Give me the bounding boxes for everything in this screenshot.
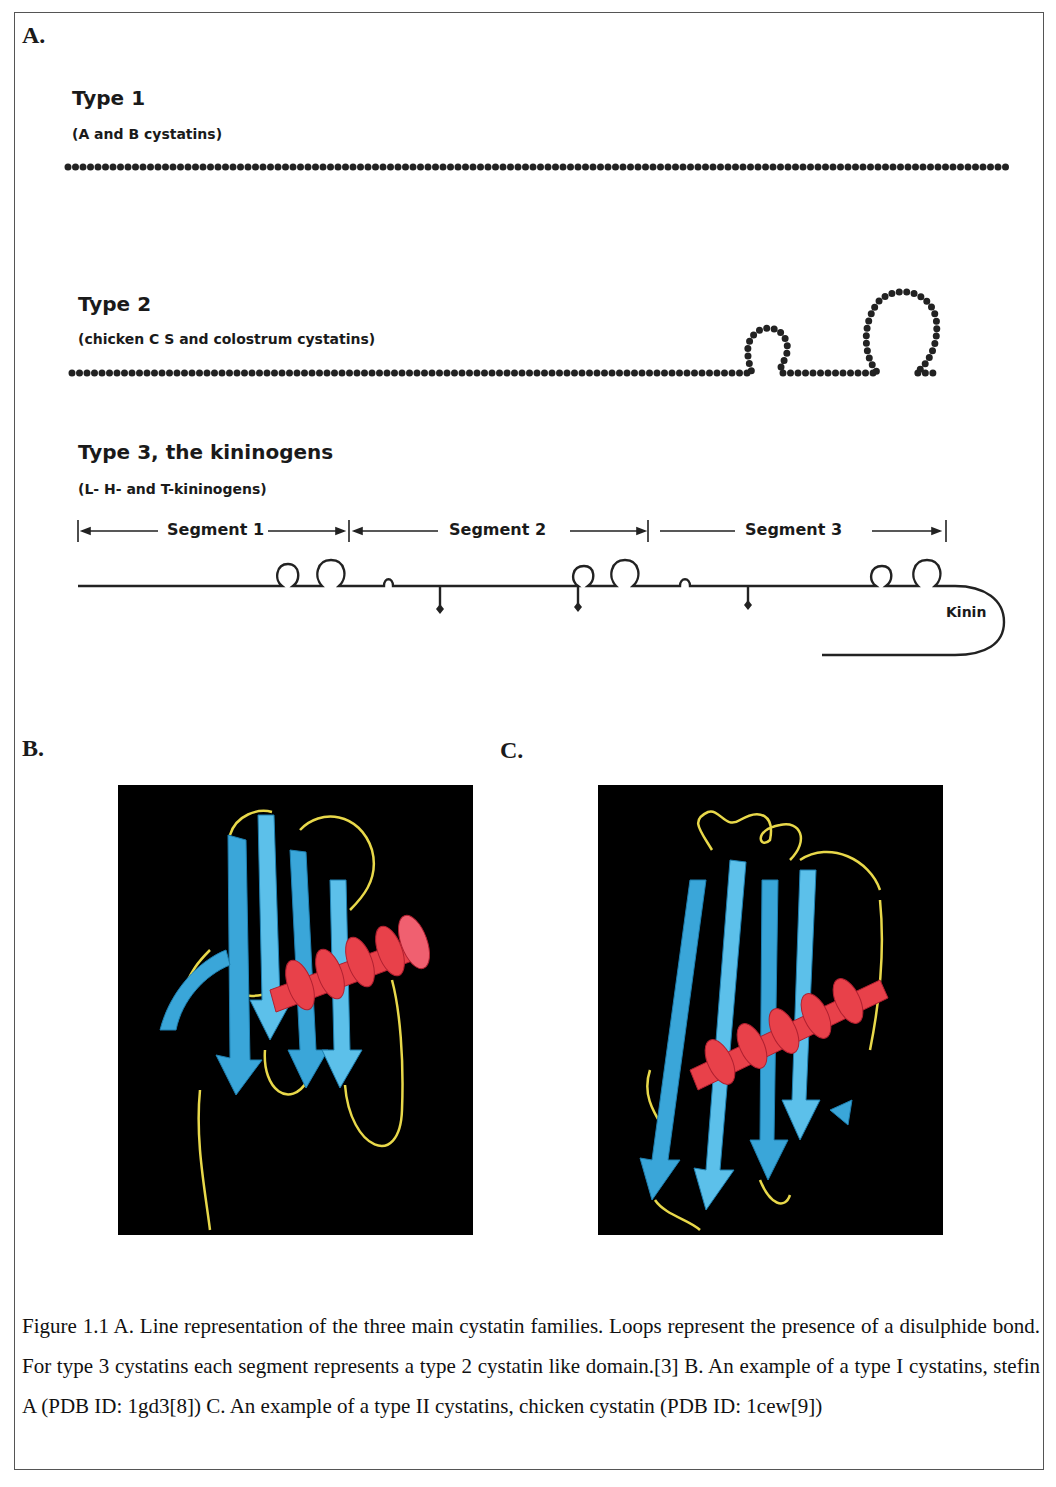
segment-label: Segment 2 xyxy=(446,520,549,539)
panel-letter: C. xyxy=(500,737,523,764)
family-members: (A and B cystatins) xyxy=(72,126,222,142)
type-heading: Type 1 xyxy=(72,86,145,110)
panel-letter: B. xyxy=(22,735,44,762)
family-members: (chicken C S and colostrum cystatins) xyxy=(78,331,375,347)
figure-frame xyxy=(14,12,1044,1470)
segment-label: Segment 3 xyxy=(742,520,845,539)
figure-caption: Figure 1.1 A. Line representation of the… xyxy=(22,1306,1040,1426)
type-heading: Type 3, the kininogens xyxy=(78,440,333,464)
family-members: (L- H- and T-kininogens) xyxy=(78,481,267,497)
panel-letter: A. xyxy=(22,22,45,49)
kinin-label: Kinin xyxy=(946,604,986,620)
segment-label: Segment 1 xyxy=(164,520,267,539)
type-heading: Type 2 xyxy=(78,292,151,316)
